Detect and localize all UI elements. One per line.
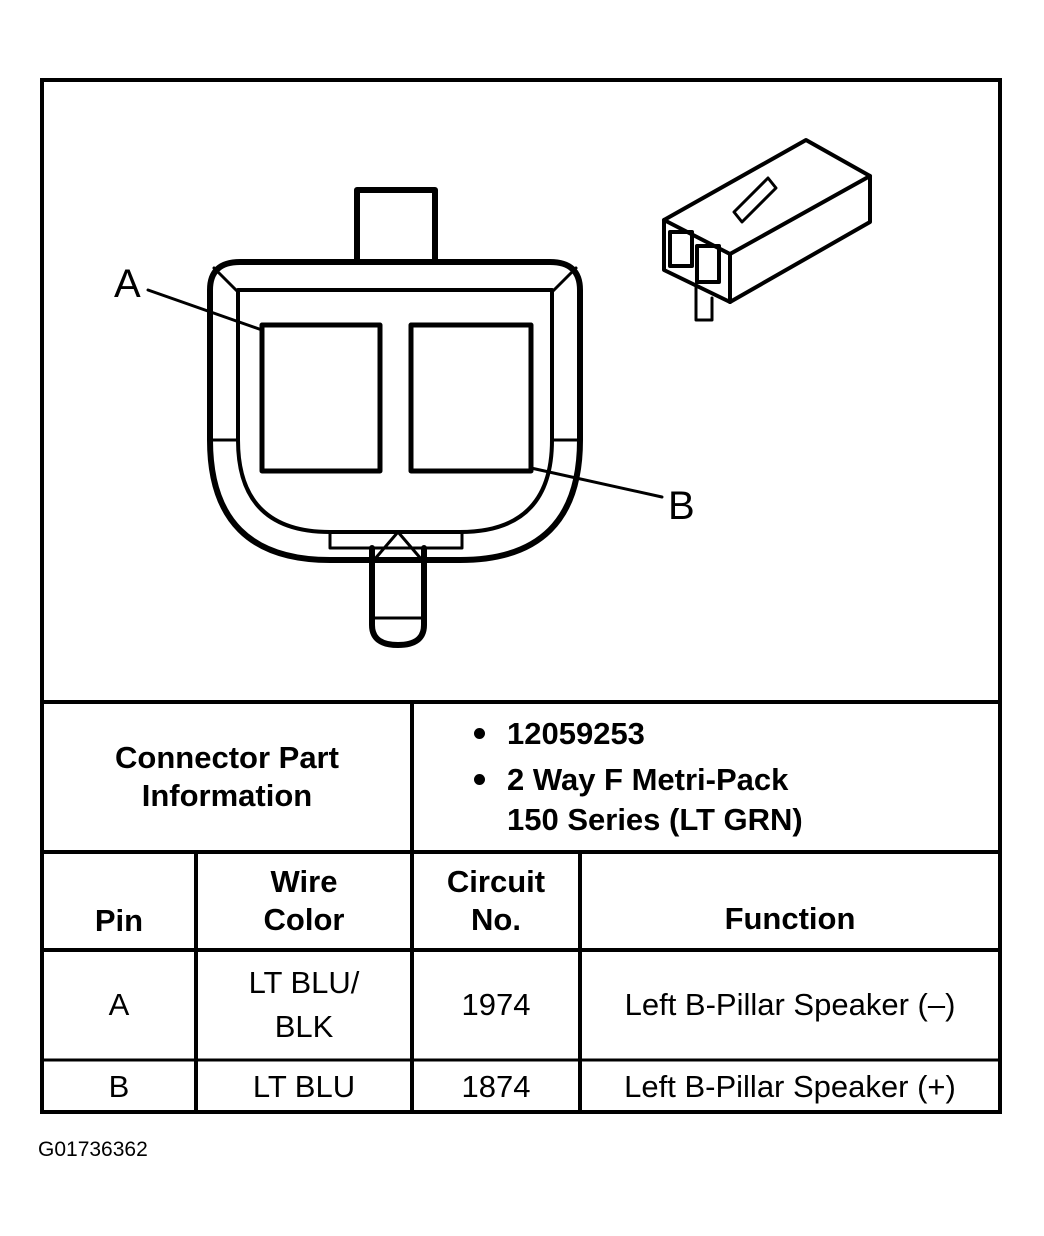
connector-part-info-values: 12059253 2 Way F Metri-Pack 150 Series (…	[414, 704, 998, 850]
row-b-wire-color: LT BLU	[252, 1069, 356, 1104]
row-b-circuit: 1874	[461, 1069, 531, 1104]
row-b-pin: B	[108, 1069, 130, 1104]
header-function: Function	[724, 901, 856, 936]
cavity-b	[408, 322, 534, 474]
connector-type: 2 Way F Metri-Pack 150 Series (LT GRN)	[507, 762, 803, 837]
connector-bottom-peg	[369, 545, 427, 648]
pin-a-label: A	[114, 262, 141, 306]
connector-latch-tab	[354, 187, 438, 265]
connector-body-outer	[207, 259, 583, 563]
row-a-pin: A	[108, 987, 130, 1022]
connector-body-inner	[236, 288, 554, 534]
bullet-icon	[474, 728, 485, 739]
header-wire-color: Wire Color	[263, 864, 345, 937]
row-a-function: Left B-Pillar Speaker (–)	[624, 987, 956, 1022]
pin-b-leader	[529, 466, 664, 499]
pin-b-label: B	[668, 484, 695, 528]
part-number-item: 12059253	[474, 714, 645, 754]
row-b-function: Left B-Pillar Speaker (+)	[624, 1069, 956, 1104]
pin-a-leader	[146, 288, 264, 332]
header-pin: Pin	[94, 903, 144, 938]
bullet-icon	[474, 774, 485, 785]
connector-type-item: 2 Way F Metri-Pack 150 Series (LT GRN)	[474, 760, 834, 840]
header-circuit-no: Circuit No.	[446, 864, 546, 937]
part-number: 12059253	[507, 716, 645, 751]
cavity-a	[259, 322, 383, 474]
connector-part-info-label: Connector Part Information	[115, 740, 339, 813]
row-a-circuit: 1974	[461, 987, 531, 1022]
connector-diagram-frame	[40, 78, 1002, 1114]
row-a-wire-color: LT BLU/ BLK	[248, 965, 360, 1044]
connector-3d-view	[662, 138, 872, 322]
figure-code: G01736362	[38, 1138, 148, 1161]
